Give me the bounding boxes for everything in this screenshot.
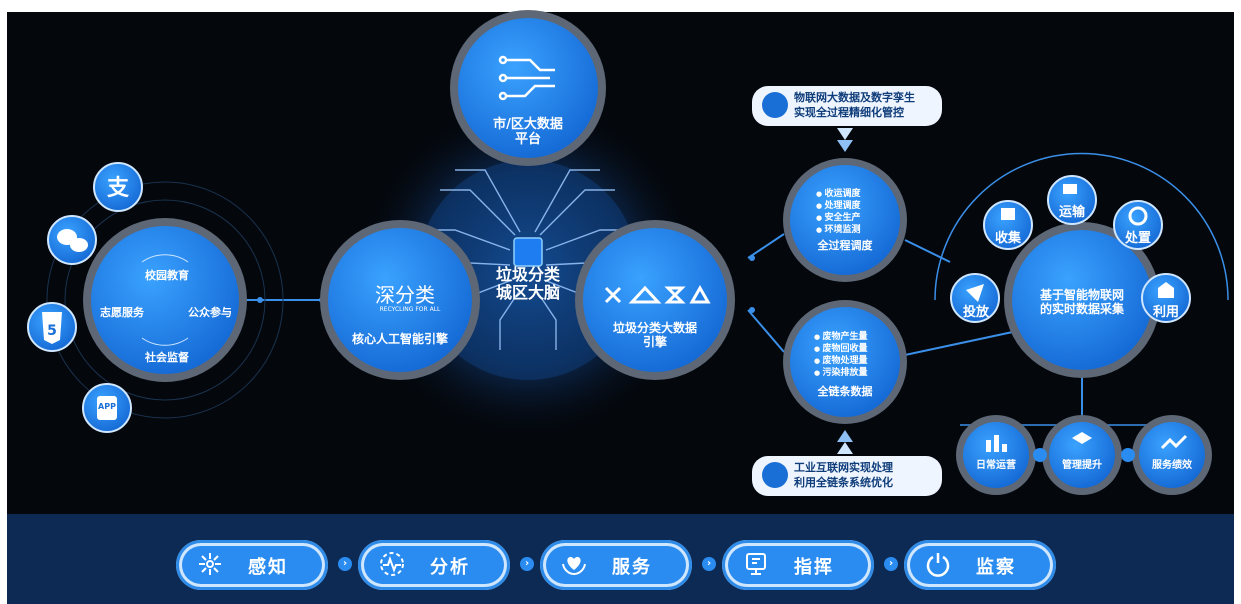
chevron-right-icon: › <box>702 557 716 571</box>
ops-management: 管理提升 <box>1062 460 1102 471</box>
sensor-icon <box>199 553 221 575</box>
dispatch-item: 处理调度 <box>816 200 861 212</box>
iot-center-label: 基于智能物联网 的实时数据采集 <box>1027 288 1137 317</box>
iot-twin-callout: 物联网大数据及数字孪生 实现全过程精细化管控 <box>752 86 942 126</box>
chain-item: 废物处理量 <box>814 355 868 367</box>
left-item-supervision: 社会监督 <box>145 351 189 364</box>
industrial-iot-line1: 工业互联网实现处理 <box>794 461 893 474</box>
stage-transport: 运输 <box>1058 205 1085 220</box>
left-cluster <box>46 181 284 419</box>
chevron-right-icon: › <box>338 557 352 571</box>
monitor-icon <box>746 553 766 575</box>
iot-twin-line1: 物联网大数据及数字孪生 <box>794 91 915 104</box>
city-platform-line1: 市/区大数据 <box>493 117 563 132</box>
ops-daily: 日常运营 <box>976 460 1016 471</box>
flow-perceive: 感知 <box>176 540 328 590</box>
dispatch-title: 全过程调度 <box>817 239 873 252</box>
svg-text:5: 5 <box>47 323 57 339</box>
chain-list: 废物产生量 废物回收量 废物处理量 污染排放量 <box>814 331 868 379</box>
svg-text:支: 支 <box>107 176 130 201</box>
left-item-public: 公众参与 <box>188 306 232 319</box>
channel-icons: 支 5 <box>27 162 143 433</box>
dispatch-list: 收运调度 处理调度 安全生产 环境监测 <box>816 188 861 236</box>
industrial-iot-line2: 利用全链条系统优化 <box>794 476 893 489</box>
bigdata-engine-node <box>575 220 735 380</box>
bigdata-engine-line1: 垃圾分类大数据 <box>612 321 697 335</box>
ai-engine-node <box>320 220 480 380</box>
flow-analyze: 分析 <box>358 540 510 590</box>
stage-deposit: 投放 <box>962 305 989 320</box>
ai-engine-logo: 深分类 <box>375 283 435 307</box>
left-item-volunteer: 志愿服务 <box>100 306 144 319</box>
flow-analyze-label: 分析 <box>430 557 470 578</box>
dispatch-item: 安全生产 <box>816 212 861 224</box>
ops-performance: 服务绩效 <box>1152 460 1192 471</box>
flow-service: 服务 <box>540 540 692 590</box>
stage-collect: 收集 <box>994 231 1021 246</box>
iot-twin-line2: 实现全过程精细化管控 <box>794 106 904 119</box>
chain-item: 污染排放量 <box>814 367 868 379</box>
ai-engine-label: 核心人工智能引擎 <box>351 332 448 346</box>
gear-icon <box>762 462 788 488</box>
chain-title: 全链条数据 <box>817 385 873 398</box>
flow-command: 指挥 <box>722 540 874 590</box>
pulse-icon <box>380 552 404 576</box>
iot-center-line2: 的实时数据采集 <box>1039 301 1124 316</box>
dispatch-item: 收运调度 <box>816 188 861 200</box>
city-platform-label: 市/区大数据 平台 <box>478 117 578 148</box>
left-item-campus: 校园教育 <box>145 269 189 282</box>
chip-icon <box>513 237 543 267</box>
flow-perceive-label: 感知 <box>248 557 288 578</box>
power-icon <box>926 553 950 577</box>
flow-supervise-label: 监察 <box>976 557 1016 578</box>
iot-center-line1: 基于智能物联网 <box>1039 288 1124 302</box>
ai-engine-logo-sub: RECYCLING FOR ALL <box>379 306 441 313</box>
chain-item: 废物回收量 <box>814 343 868 355</box>
bigdata-engine-line2: 引擎 <box>642 334 667 349</box>
chain-item: 废物产生量 <box>814 331 868 343</box>
flow-command-label: 指挥 <box>794 557 834 578</box>
heart-hands-icon <box>562 556 586 576</box>
city-platform-line2: 平台 <box>514 131 541 147</box>
chevron-right-icon: › <box>884 557 898 571</box>
bigdata-engine-label: 垃圾分类大数据 引擎 <box>605 321 705 350</box>
brain-title-line2: 城区大脑 <box>495 283 560 303</box>
dispatch-item: 环境监测 <box>816 224 861 236</box>
stage-reuse: 利用 <box>1152 305 1179 320</box>
app-label: APP <box>98 402 116 411</box>
chevron-right-icon: › <box>520 557 534 571</box>
network-icon <box>762 92 788 118</box>
brain-title: 垃圾分类 城区大脑 <box>488 265 568 303</box>
ops-nodes <box>956 415 1212 495</box>
iot-cluster <box>950 175 1191 378</box>
flow-supervise: 监察 <box>904 540 1056 590</box>
flow-service-label: 服务 <box>612 557 652 578</box>
stage-dispose: 处置 <box>1124 231 1151 246</box>
industrial-iot-callout: 工业互联网实现处理 利用全链条系统优化 <box>752 456 942 496</box>
city-platform-node <box>450 10 606 166</box>
brain-title-line1: 垃圾分类 <box>495 265 560 284</box>
